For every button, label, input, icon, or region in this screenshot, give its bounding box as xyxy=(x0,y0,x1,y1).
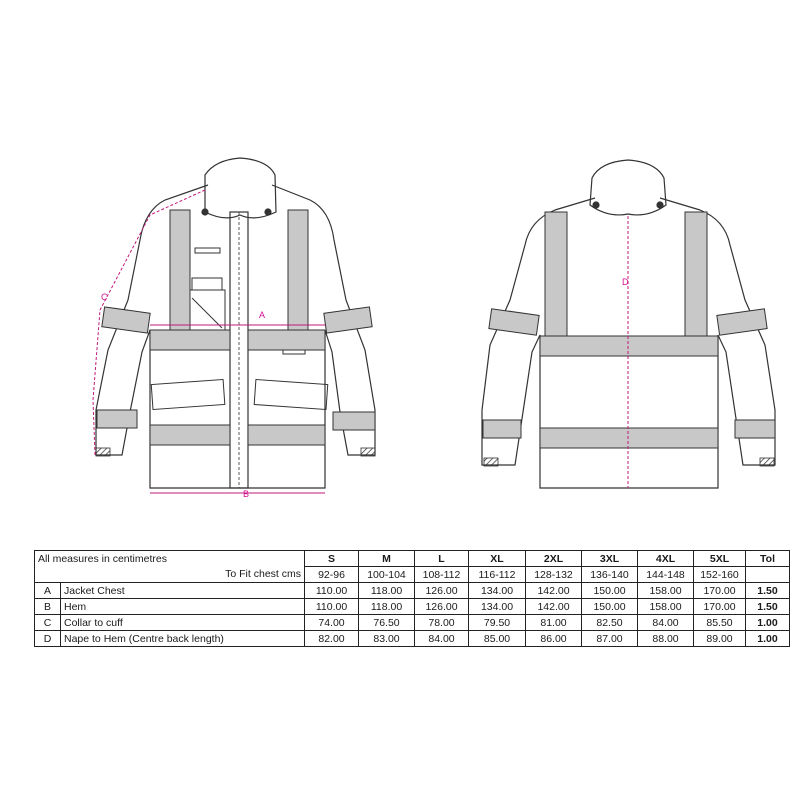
fit-value: 144-148 xyxy=(637,566,694,583)
right-hand-pocket xyxy=(253,378,329,411)
measurement-value: 142.00 xyxy=(525,598,582,615)
measurement-value: 170.00 xyxy=(693,582,746,599)
collar-button-right xyxy=(264,208,272,216)
measure-a-label: A xyxy=(259,310,265,320)
measurement-name: Hem xyxy=(60,598,305,615)
measurement-value: 86.00 xyxy=(525,630,582,647)
size-label: 2XL xyxy=(525,550,582,567)
measurement-value: 110.00 xyxy=(304,598,359,615)
measurement-value: 85.50 xyxy=(693,614,746,631)
measurement-value: 126.00 xyxy=(414,582,469,599)
fit-value: 116-112 xyxy=(468,566,526,583)
size-header-row: All measures in centimetres S M L XL 2XL… xyxy=(34,550,790,567)
measurement-value: 78.00 xyxy=(414,614,469,631)
measurement-value: 85.00 xyxy=(468,630,526,647)
fit-value: 100-104 xyxy=(358,566,415,583)
measurement-code: A xyxy=(34,582,61,599)
measurement-value: 150.00 xyxy=(581,598,638,615)
measure-b-label: B xyxy=(243,489,249,499)
units-caption: All measures in centimetres xyxy=(34,550,305,567)
id-badge-pocket xyxy=(189,289,226,331)
measurement-code: C xyxy=(34,614,61,631)
measurement-code: D xyxy=(34,630,61,647)
size-label: M xyxy=(358,550,415,567)
measure-c-label: C xyxy=(101,292,108,302)
size-label: 3XL xyxy=(581,550,638,567)
measurement-value: 84.00 xyxy=(414,630,469,647)
measurement-value: 158.00 xyxy=(637,598,694,615)
front-body-outline xyxy=(95,184,376,489)
measurement-value: 118.00 xyxy=(358,598,415,615)
measurement-value: 83.00 xyxy=(358,630,415,647)
fit-value: 136-140 xyxy=(581,566,638,583)
measurement-value: 84.00 xyxy=(637,614,694,631)
fit-value: 92-96 xyxy=(304,566,359,583)
back-body-outline xyxy=(481,197,776,489)
measurement-value: 76.50 xyxy=(358,614,415,631)
measure-c-line xyxy=(92,189,206,456)
measurement-value: 74.00 xyxy=(304,614,359,631)
size-label: S xyxy=(304,550,359,567)
measurement-value: 81.00 xyxy=(525,614,582,631)
back-reflective-tapes xyxy=(482,211,776,449)
measurement-value: 150.00 xyxy=(581,582,638,599)
fit-chest-label: To Fit chest cms xyxy=(34,566,305,583)
measurement-value: 89.00 xyxy=(693,630,746,647)
measurement-value: 82.50 xyxy=(581,614,638,631)
back-cuff-hatching xyxy=(483,457,775,467)
fit-value: 152-160 xyxy=(693,566,746,583)
measurement-tolerance: 1.00 xyxy=(745,630,790,647)
front-cuff-hatching xyxy=(95,447,376,457)
tol-empty xyxy=(745,566,790,583)
measure-d-label: D xyxy=(622,277,629,287)
collar-button-left xyxy=(201,208,209,216)
measurement-value: 134.00 xyxy=(468,598,526,615)
size-label: XL xyxy=(468,550,526,567)
size-label: 5XL xyxy=(693,550,746,567)
measurement-value: 170.00 xyxy=(693,598,746,615)
measurement-value: 82.00 xyxy=(304,630,359,647)
measurement-value: 87.00 xyxy=(581,630,638,647)
measurement-value: 110.00 xyxy=(304,582,359,599)
left-hand-pocket xyxy=(150,378,226,411)
measurement-value: 134.00 xyxy=(468,582,526,599)
fit-value: 108-112 xyxy=(414,566,469,583)
measurement-name: Nape to Hem (Centre back length) xyxy=(60,630,305,647)
measurement-tolerance: 1.50 xyxy=(745,582,790,599)
measurement-tolerance: 1.50 xyxy=(745,598,790,615)
size-label: 4XL xyxy=(637,550,694,567)
measurement-value: 158.00 xyxy=(637,582,694,599)
front-details xyxy=(150,247,329,411)
measurement-value: 118.00 xyxy=(358,582,415,599)
fit-value: 128-132 xyxy=(525,566,582,583)
measurement-name: Jacket Chest xyxy=(60,582,305,599)
back-hood-collar xyxy=(589,159,667,216)
measurement-value: 79.50 xyxy=(468,614,526,631)
front-collar xyxy=(204,157,277,219)
measurement-value: 126.00 xyxy=(414,598,469,615)
fit-chest-row: To Fit chest cms 92-96 100-104 108-112 1… xyxy=(34,566,790,583)
size-label: L xyxy=(414,550,469,567)
size-chart-table: All measures in centimetres S M L XL 2XL… xyxy=(34,550,790,647)
front-reflective-tapes xyxy=(96,209,376,446)
measurement-tolerance: 1.00 xyxy=(745,614,790,631)
measurement-code: B xyxy=(34,598,61,615)
front-measure-lines xyxy=(92,189,325,494)
jacket-technical-drawing: A B C D xyxy=(92,157,776,499)
measurement-value: 142.00 xyxy=(525,582,582,599)
tol-header: Tol xyxy=(745,550,790,567)
jacket-back-view xyxy=(481,159,776,489)
measurement-value: 88.00 xyxy=(637,630,694,647)
measurement-name: Collar to cuff xyxy=(60,614,305,631)
